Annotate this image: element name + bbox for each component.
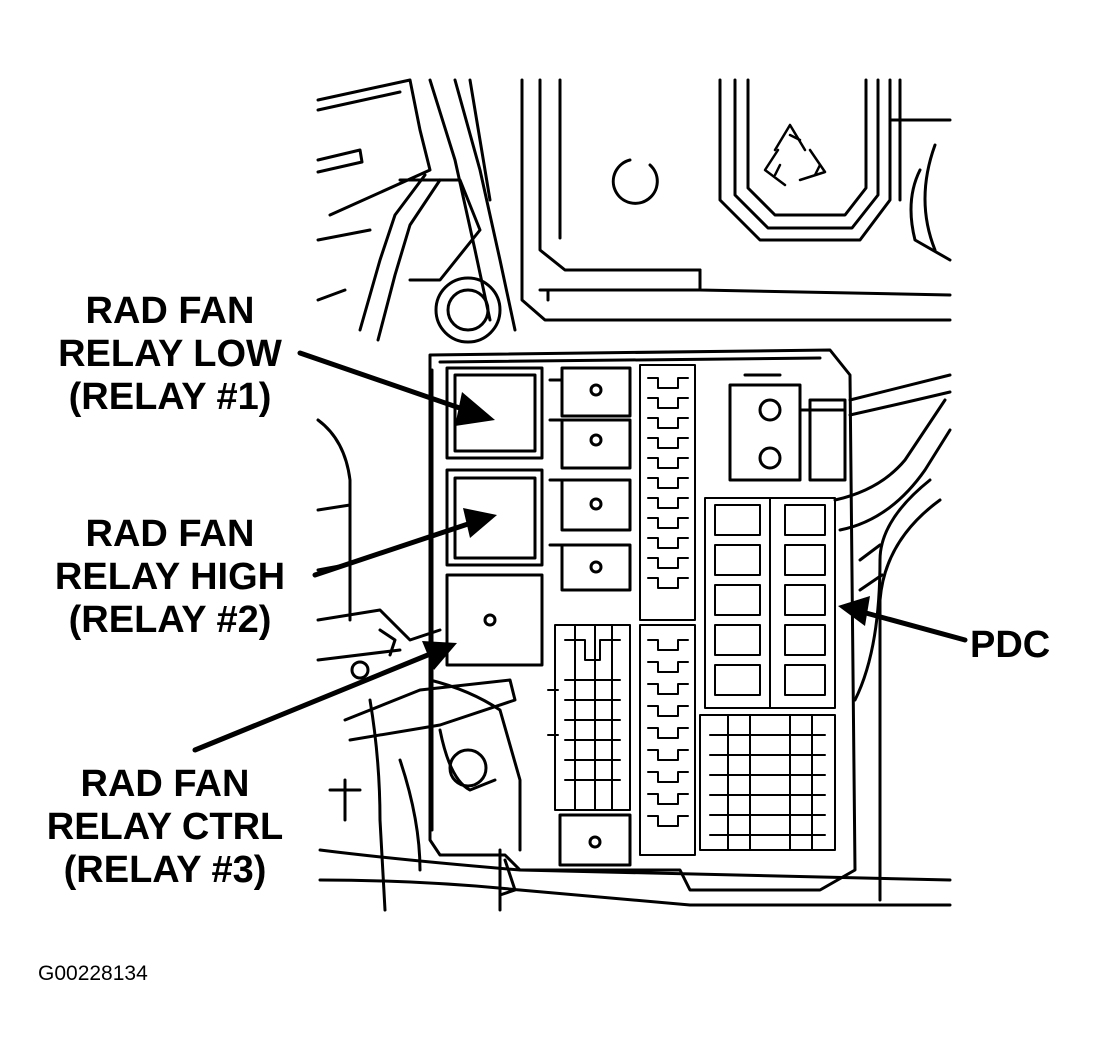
callout-relay-high-line1: RAD FAN: [85, 513, 255, 555]
callout-relay-low: RAD FAN RELAY LOW (RELAY #1): [20, 290, 320, 419]
callout-relay-low-line2: RELAY LOW: [58, 333, 282, 375]
wiring-grid: [547, 624, 631, 811]
relay-3-body: [445, 573, 544, 667]
arrowheads: [422, 392, 870, 670]
callout-relay-high: RAD FAN RELAY HIGH (RELAY #2): [20, 513, 320, 642]
terminal-block: [728, 373, 847, 482]
pdc-housing: [428, 348, 857, 892]
callout-relay-high-line3: (RELAY #2): [68, 599, 272, 641]
callout-arrows: [192, 350, 968, 753]
callout-relay-high-line2: RELAY HIGH: [54, 556, 286, 598]
mount-bolt: [434, 276, 502, 344]
callout-relay-low-line1: RAD FAN: [85, 290, 255, 332]
lower-body-lines: [316, 418, 952, 912]
callout-pdc: PDC: [970, 624, 1051, 666]
callout-relay-ctrl: RAD FAN RELAY CTRL (RELAY #3): [20, 763, 310, 892]
callout-relay-low-line3: (RELAY #1): [68, 376, 272, 418]
mini-fuse-block: [704, 497, 836, 709]
callout-relay-ctrl-line2: RELAY CTRL: [46, 806, 284, 848]
battery-housing: [520, 78, 952, 322]
body-panel-lines: [316, 78, 517, 342]
recycle-symbol: [763, 123, 827, 187]
fuse-column: [639, 364, 696, 856]
relay-1-body: [445, 366, 544, 460]
callout-relay-ctrl-line1: RAD FAN: [80, 763, 250, 805]
wire-harness: [833, 373, 952, 902]
relay-2-body: [445, 468, 544, 567]
mini-relays: [548, 366, 632, 867]
lower-fuse-bank: [699, 714, 836, 851]
figure-id: G00228134: [38, 962, 148, 985]
callout-relay-ctrl-line3: (RELAY #3): [63, 849, 267, 891]
